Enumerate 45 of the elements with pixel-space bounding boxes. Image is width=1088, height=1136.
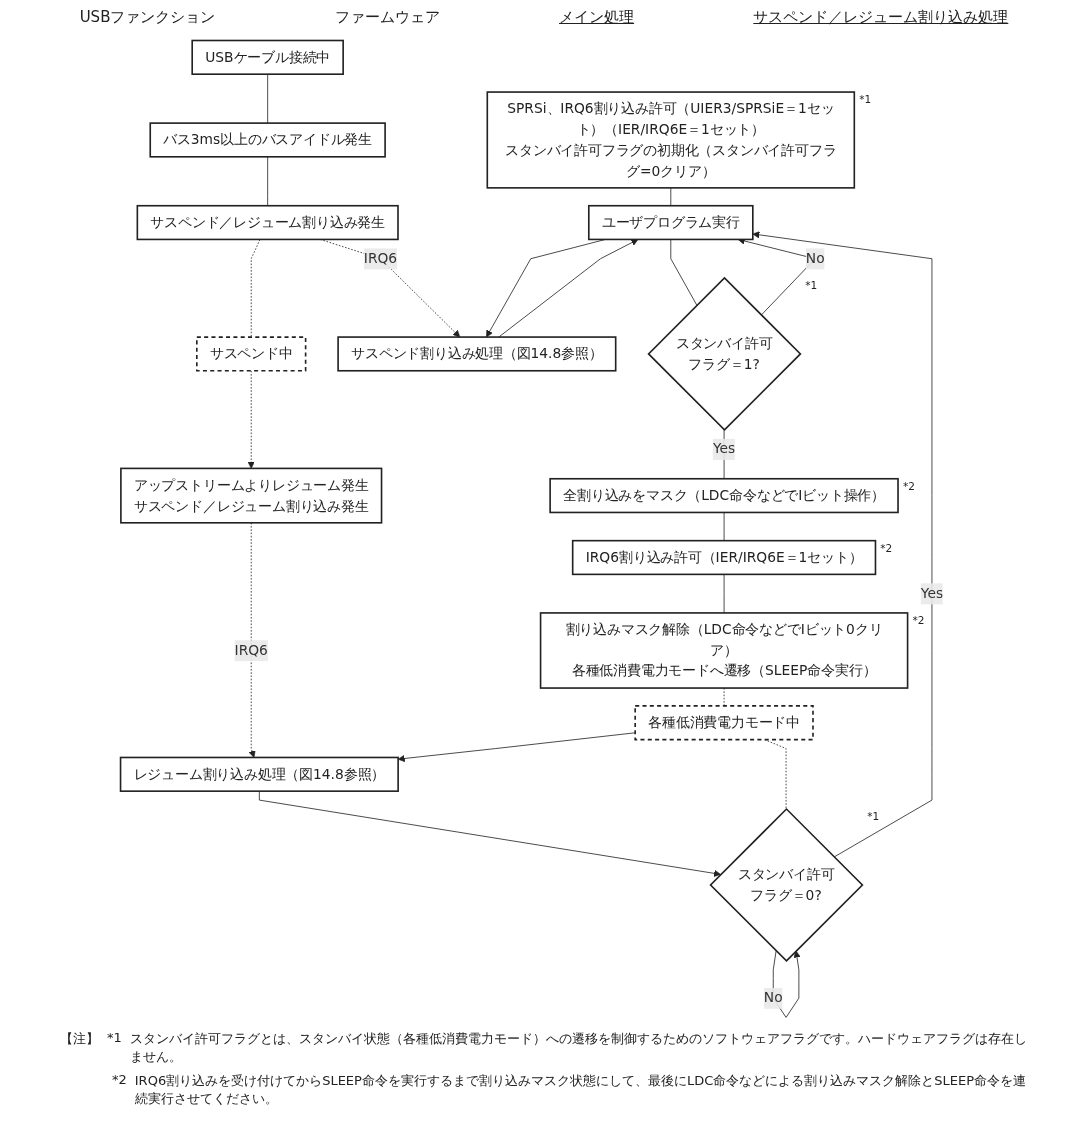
footnote-mark: *2 bbox=[902, 480, 915, 493]
footnote-text: IRQ6割り込みを受け付けてからSLEEP命令を実行するまで割り込みマスク状態にして、最後にLDC命令などによる割り込みマスク解除とSLEEP命令を連続実行させてください。 bbox=[134, 1072, 1027, 1108]
footnote-mark: *1 bbox=[859, 93, 872, 106]
node-box: ユーザプログラム実行 bbox=[588, 204, 754, 241]
edge-label: IRQ6 bbox=[363, 249, 398, 267]
connector bbox=[250, 239, 261, 338]
footnote-mark: *2 bbox=[912, 614, 925, 627]
node-box: サスペンド割り込み処理（図14.8参照） bbox=[337, 336, 617, 372]
section-heading: サスペンド／レジューム割り込み処理 bbox=[753, 8, 1009, 28]
edge-label: Yes bbox=[712, 440, 736, 457]
node-box: USBケーブル接続中 bbox=[191, 39, 344, 75]
node-diamond: スタンバイ許可フラグ＝0? bbox=[709, 807, 864, 962]
connector bbox=[670, 239, 698, 306]
connector bbox=[267, 73, 269, 124]
connector bbox=[723, 573, 725, 614]
edge-label: No bbox=[805, 249, 825, 267]
connector bbox=[723, 429, 725, 480]
connector bbox=[670, 187, 672, 207]
node-box: バス3ms以上のバスアイドル発生 bbox=[149, 122, 386, 158]
node-box: 各種低消費電力モード中 bbox=[634, 705, 814, 741]
connector bbox=[723, 512, 725, 542]
node-box: サスペンド／レジューム割り込み発生 bbox=[136, 204, 399, 241]
section-heading: メイン処理 bbox=[559, 8, 635, 28]
lane-heading: USBファンクション bbox=[79, 8, 216, 28]
edge-label: Yes bbox=[920, 584, 944, 602]
connector bbox=[267, 156, 269, 207]
node-box: アップストリームよりレジューム発生 サスペンド／レジューム割り込み発生 bbox=[120, 467, 383, 524]
edge-label: IRQ6 bbox=[234, 641, 268, 658]
edge-label: No bbox=[763, 989, 783, 1006]
lane-heading: ファームウェア bbox=[334, 8, 440, 28]
node-box: SPRSi、IRQ6割り込み許可（UIER3/SPRSiE＝1セット）（IER/IRQ6E＝1セット） スタンバイ許可フラグの初期化（スタンバイ許可フラグ=0クリア） bbox=[486, 91, 856, 189]
note-heading: 【注】 bbox=[60, 1030, 99, 1048]
node-diamond: スタンバイ許可フラグ＝1? bbox=[647, 276, 802, 431]
footnote-mark: *1 bbox=[867, 810, 880, 823]
footnote-mark: *2 bbox=[112, 1072, 127, 1089]
connector bbox=[764, 739, 787, 810]
footnote-mark: *2 bbox=[880, 542, 893, 555]
node-box: サスペンド中 bbox=[196, 336, 307, 372]
node-box: 割り込みマスク解除（LDC命令などでIビット0クリア） 各種低消費電力モードへ遷移（SLEEP命令実行） bbox=[539, 612, 909, 689]
node-box: レジューム割り込み処理（図14.8参照） bbox=[119, 756, 399, 792]
footnote-text: スタンバイ許可フラグとは、スタンバイ状態（各種低消費電力モード）への遷移を制御するためのソフトウェアフラグです。ハードウェアフラグは存在しません。 bbox=[129, 1030, 1028, 1066]
footnote-mark: *1 bbox=[805, 279, 818, 292]
node-box: IRQ6割り込み許可（IER/IRQ6E＝1セット） bbox=[571, 539, 877, 576]
node-box: 全割り込みをマスク（LDC命令などでIビット操作） bbox=[549, 477, 899, 514]
footnote-mark: *1 bbox=[107, 1030, 122, 1047]
